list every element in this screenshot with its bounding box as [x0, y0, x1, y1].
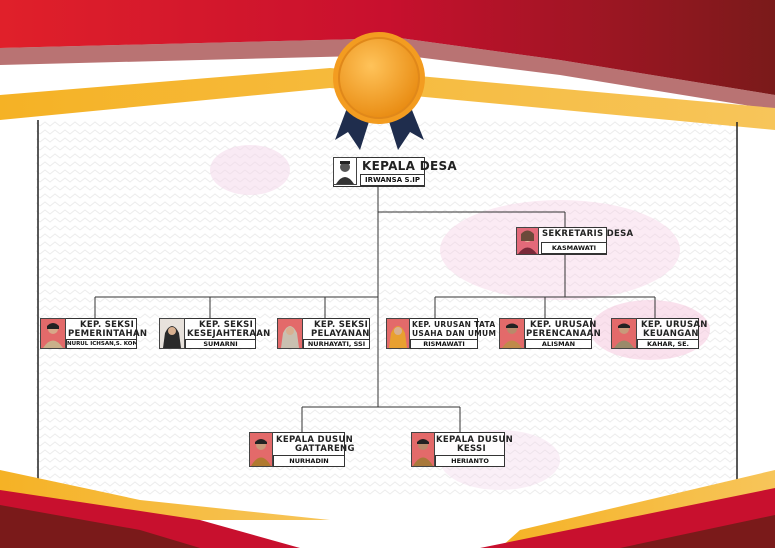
sekretaris-desa-name: KASMAWATI — [541, 242, 607, 254]
dusun-title-line1: KEPALA DUSUN — [276, 435, 354, 445]
section-title-line1: KEP. SEKSI — [314, 320, 369, 330]
sekretaris-desa-title: SEKRETARIS DESA — [542, 229, 634, 239]
person-avatar-icon — [249, 432, 273, 467]
section-name: KAHAR, SE. — [637, 339, 699, 349]
kep-urusan-tata-usaha-card: KEP. URUSAN TATA USAHA DAN UMUM RISMAWAT… — [386, 318, 496, 349]
section-title-line1: KEP. SEKSI — [80, 320, 135, 330]
person-avatar-icon — [499, 318, 525, 349]
kepala-desa-title: KEPALA DESA — [362, 159, 457, 173]
section-title-line1: KEP. URUSAN TATA — [412, 320, 496, 329]
section-title-line2: KESEJAHTERAAN — [187, 329, 271, 339]
kep-seksi-kesejahteraan-card: KEP. SEKSI KESEJAHTERAAN SUMARNI — [159, 318, 270, 349]
dusun-name: HERIANTO — [435, 455, 505, 467]
person-avatar-icon — [277, 318, 303, 349]
kepala-desa-card: KEPALA DESA IRWANSA S.IP — [333, 157, 457, 187]
kep-seksi-pelayanan-card: KEP. SEKSI PELAYANAN NURHAYATI, SSI — [277, 318, 370, 349]
section-name: SUMARNI — [185, 339, 256, 349]
kep-urusan-perencanaan-card: KEP. URUSAN PERENCANAAN ALISMAN — [499, 318, 601, 349]
section-title-line1: KEP. SEKSI — [199, 320, 254, 330]
person-avatar-icon — [40, 318, 66, 349]
section-title-line2: KEUANGAN — [643, 329, 699, 339]
person-avatar-icon — [386, 318, 410, 349]
person-avatar-icon — [411, 432, 435, 467]
section-name: NURHAYATI, SSI — [303, 339, 370, 349]
section-title-line2: PERENCANAAN — [526, 329, 602, 339]
person-avatar-icon — [611, 318, 637, 349]
section-title-line2: PEMERINTAHAN — [68, 329, 148, 339]
person-avatar-icon — [333, 157, 357, 185]
section-name: RISMAWATI — [410, 339, 478, 349]
section-title-line2: PELAYANAN — [311, 329, 370, 339]
dusun-title-line2: GATTARENG — [295, 444, 355, 454]
section-name: NURUL ICHSAN,S. KOM — [66, 339, 137, 349]
sekretaris-desa-card: SEKRETARIS DESA KASMAWATI — [516, 227, 633, 255]
kepala-dusun-gattareng-card: KEPALA DUSUN GATTARENG NURHADIN — [249, 432, 354, 467]
section-title-line1: KEP. URUSAN — [530, 320, 597, 330]
section-title-line1: KEP. URUSAN — [641, 320, 708, 330]
person-avatar-icon — [516, 227, 539, 255]
section-name: ALISMAN — [525, 339, 592, 349]
kepala-dusun-kessi-card: KEPALA DUSUN KESSI HERIANTO — [411, 432, 513, 467]
kep-seksi-pemerintahan-card: KEP. SEKSI PEMERINTAHAN NURUL ICHSAN,S. … — [40, 318, 147, 349]
kepala-desa-name: IRWANSA S.IP — [360, 174, 425, 186]
dusun-title-line1: KEPALA DUSUN — [436, 435, 514, 445]
kep-urusan-keuangan-card: KEP. URUSAN KEUANGAN KAHAR, SE. — [611, 318, 707, 349]
section-title-line2: USAHA DAN UMUM — [412, 329, 497, 338]
person-avatar-icon — [159, 318, 185, 349]
dusun-name: NURHADIN — [273, 455, 345, 467]
dusun-title-line2: KESSI — [457, 444, 486, 454]
